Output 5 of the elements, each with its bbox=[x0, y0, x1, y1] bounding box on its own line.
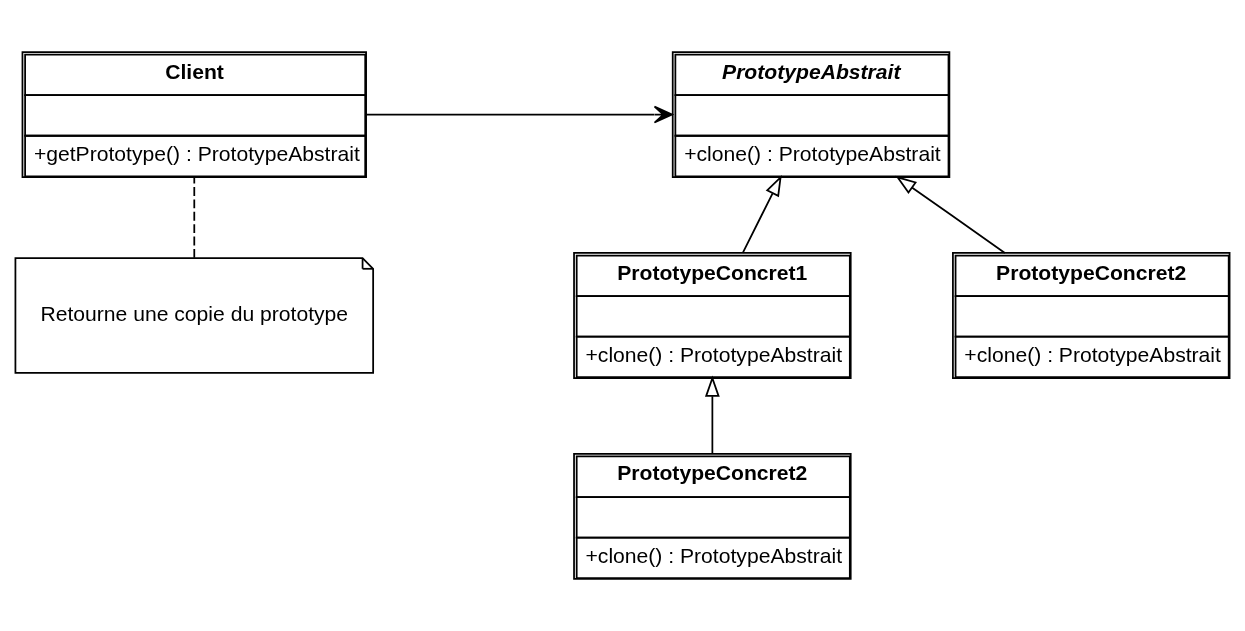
arrow bbox=[704, 375, 720, 455]
arrow bbox=[895, 175, 1006, 254]
connector bbox=[193, 176, 196, 259]
arrow bbox=[365, 105, 673, 124]
arrow bbox=[741, 174, 782, 254]
